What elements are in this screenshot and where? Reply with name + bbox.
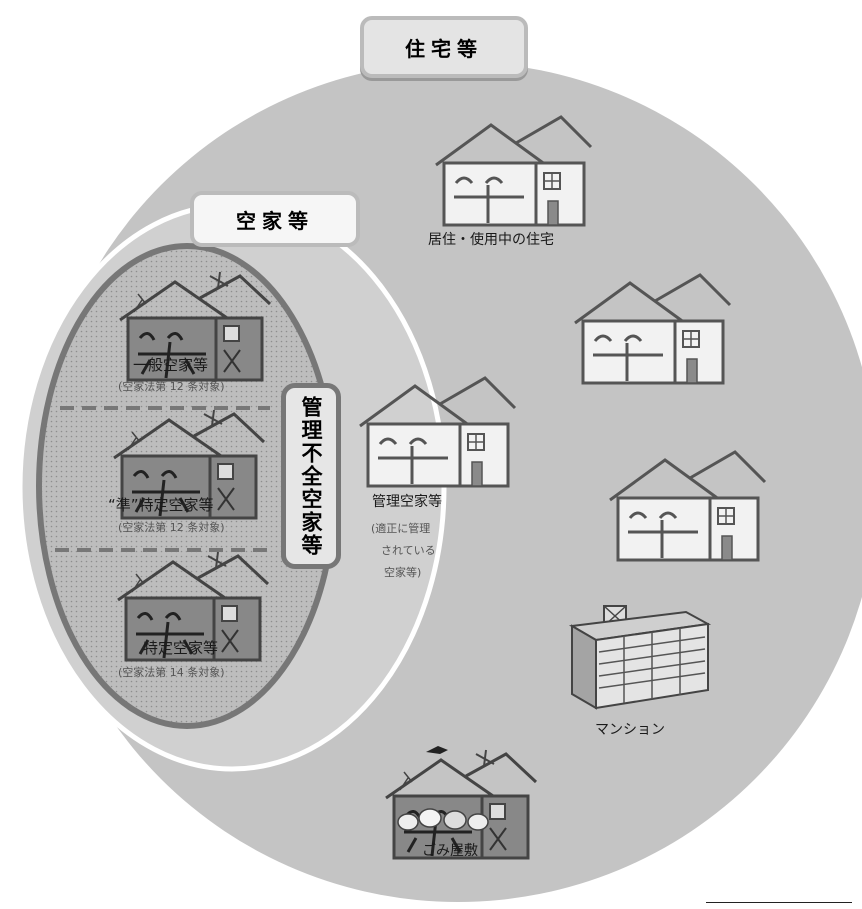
garbage-bags-icon (397, 808, 489, 831)
specific-vacant-label: 特定空家等 (143, 639, 219, 657)
mansion-icon (568, 605, 712, 710)
quasi-specific-note: (空家法第 12 条対象) (118, 521, 225, 534)
bottom-rule (706, 902, 852, 903)
garbage-house-label: ごみ屋敷 (422, 843, 478, 859)
specific-vacant-note: (空家法第 14 条対象) (118, 666, 225, 679)
vacant-label: 空家等 (236, 208, 314, 233)
crow-icon (426, 746, 448, 754)
mismanaged-label: 管理不全空家等 (299, 395, 323, 557)
vacant-label-box: 空家等 (190, 191, 360, 247)
quasi-specific-label: “準”特定空家等 (108, 496, 214, 514)
housing-label: 住宅等 (405, 36, 483, 61)
managed-vacant-note-3: 空家等) (384, 566, 422, 579)
general-vacant-label: 一般空家等 (133, 356, 209, 374)
mismanaged-label-box: 管理不全空家等 (281, 383, 341, 569)
managed-vacant-label: 管理空家等 (372, 494, 442, 510)
housing-label-box: 住宅等 (360, 16, 528, 78)
mansion-label: マンション (595, 722, 665, 738)
managed-vacant-note-1: (適正に管理 (371, 522, 431, 535)
general-vacant-note: (空家法第 12 条対象) (118, 380, 225, 393)
managed-vacant-note-2: されている (381, 544, 436, 557)
in-use-label: 居住・使用中の住宅 (428, 232, 554, 248)
